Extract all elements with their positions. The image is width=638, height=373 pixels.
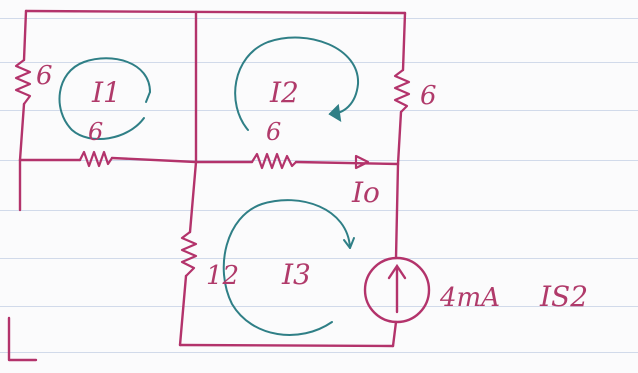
wire-bottom-left-corner: [7, 316, 38, 362]
paper-line: [0, 62, 638, 63]
io-arrow: [354, 154, 370, 170]
loop-i3-arrowhead: [343, 237, 355, 249]
wire-right-upper: [401, 11, 407, 72]
wire-mid-vertical-lower-bottom: [178, 274, 188, 347]
wire-left-lower: [18, 102, 26, 162]
resistor-mid: [180, 230, 198, 278]
label-current-io: Io: [351, 176, 380, 209]
label-r-bottom-left: 6: [266, 118, 281, 146]
paper-line: [0, 160, 638, 161]
current-source-arrow-head: [387, 263, 407, 280]
paper-line: [0, 352, 638, 353]
paper-line: [0, 306, 638, 307]
loop-i1-arrow: [58, 57, 151, 141]
loop-i3-arrow: [222, 199, 351, 336]
paper-line: [0, 18, 638, 19]
resistor-left: [14, 58, 32, 106]
resistor-top-mid: [78, 150, 114, 168]
wire-mid-vertical-lower-top: [188, 160, 198, 234]
circuit-wires: [7, 9, 407, 362]
loop-i2-arrow: [234, 36, 360, 131]
label-r-left: 6: [36, 61, 53, 91]
wire-top: [24, 9, 407, 15]
current-source-circle: [363, 256, 431, 324]
resistor-bottom-left: [250, 152, 298, 170]
loop-i1-arrowhead: [145, 91, 151, 103]
paper-line: [0, 258, 638, 259]
current-source: [363, 256, 431, 324]
label-r-top-mid: 6: [88, 118, 103, 146]
wire-i2-bottom-right: [294, 160, 400, 166]
wire-right-lower: [394, 162, 400, 260]
label-loop-i3: I3: [281, 258, 311, 291]
label-loop-i1: I1: [91, 76, 121, 109]
paper-line: [0, 110, 638, 111]
loop-i2-arrowhead: [328, 103, 342, 122]
wire-right-middle: [396, 110, 403, 166]
paper-line: [0, 210, 638, 211]
wire-i1-bottom-right: [110, 156, 198, 164]
resistor-right: [393, 68, 411, 114]
label-loop-i2: I2: [269, 76, 299, 109]
label-source-value: 4mA: [439, 283, 500, 313]
wire-left-upper: [22, 9, 28, 62]
wire-right-bottom: [391, 320, 398, 348]
label-r-mid: 12: [206, 261, 239, 291]
label-r-right: 6: [420, 81, 437, 111]
wire-bottom: [178, 343, 395, 348]
label-source-name: IS2: [539, 280, 588, 313]
